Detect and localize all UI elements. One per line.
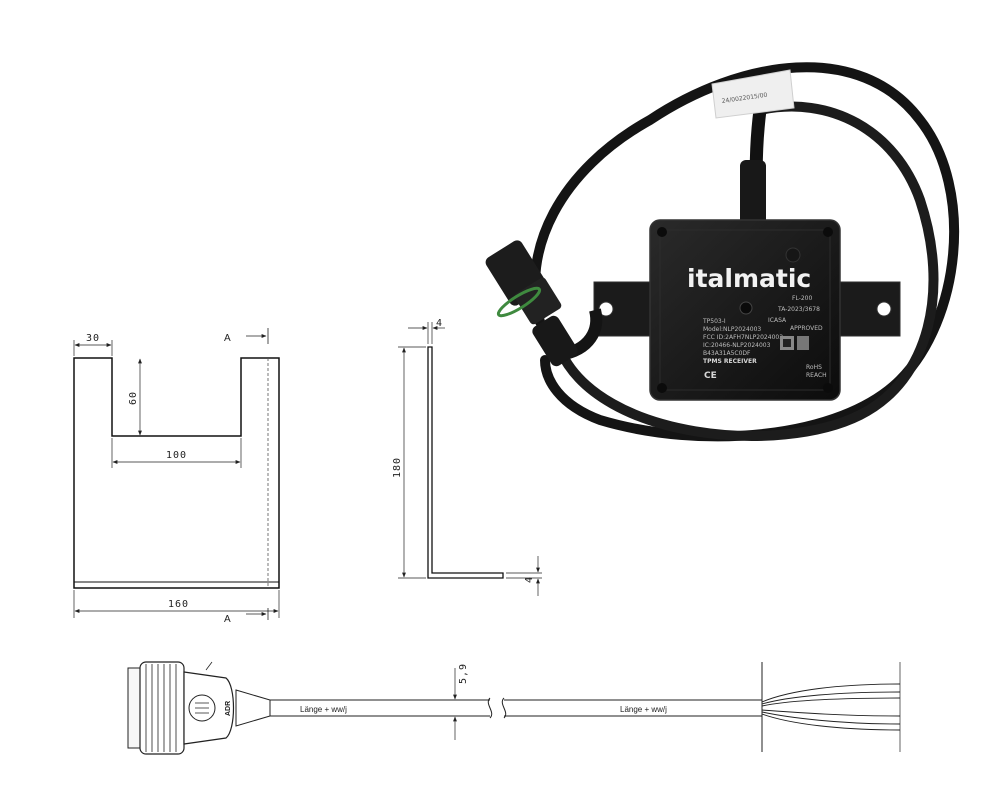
receiver-cert-id: TA-2023/3678 xyxy=(777,306,820,313)
cable-wires xyxy=(761,662,901,752)
bracket-outline xyxy=(73,357,280,589)
cable-length-label-right: Länge + ww/j xyxy=(620,705,667,714)
cable-sleeve xyxy=(711,69,795,119)
bracket-side-view: 4 180 4 xyxy=(392,318,542,596)
qr-code-icon-2 xyxy=(797,336,809,350)
bracket-profile xyxy=(427,346,504,579)
receiver-product-image: 24/0022015/00 italmatic FL-200 TA-2023/3… xyxy=(485,62,960,442)
dim-160-label: 160 xyxy=(168,599,189,610)
cable-connector: ADR xyxy=(127,661,271,755)
mark-ce: CE xyxy=(704,371,717,381)
section-mark-bottom: A xyxy=(224,614,231,625)
receiver-label-line-3: FCC ID:2AFH7NLP2024003 xyxy=(703,334,783,341)
dim-30-label: 30 xyxy=(86,333,100,344)
dim-60-label: 60 xyxy=(128,391,139,405)
cable-drawing: ADR Länge + ww/j 5,9 Länge + ww/j xyxy=(127,661,901,755)
dim-cable-diameter-label: 5,9 xyxy=(458,663,469,684)
receiver-label-line-5: B43A31A5C0DF xyxy=(703,350,751,357)
mark-rohs: RoHS xyxy=(806,364,822,371)
dim-180-label: 180 xyxy=(392,457,403,478)
receiver-label-line-2: Model:NLP2024003 xyxy=(703,326,761,333)
dim-100-label: 100 xyxy=(166,450,187,461)
section-mark-top: A xyxy=(224,333,231,344)
receiver-approved: APPROVED xyxy=(790,325,823,332)
receiver-label-line-1: TP503-I xyxy=(702,318,726,325)
receiver-brand: italmatic xyxy=(687,264,811,293)
receiver-center-screw xyxy=(739,301,753,315)
cable-loop-inner xyxy=(555,101,939,441)
mount-hole-left xyxy=(598,301,614,317)
mark-reach: REACH xyxy=(806,372,827,379)
receiver-connector xyxy=(485,240,603,367)
dim-thickness-label: 4 xyxy=(436,318,443,329)
dim-foot-label: 4 xyxy=(524,576,535,583)
receiver-label-line-6: TPMS RECEIVER xyxy=(703,358,757,365)
mount-hole-right xyxy=(876,301,892,317)
connector-adr-text: ADR xyxy=(225,701,232,716)
receiver-label-line-4: IC:20466-NLP2024003 xyxy=(703,342,771,349)
cable-loop-outer xyxy=(529,62,960,442)
receiver-icasa: ICASA xyxy=(768,317,787,324)
connector-logo-icon xyxy=(188,694,216,722)
cable-length-label-left: Länge + ww/j xyxy=(300,705,347,714)
receiver-model-code: FL-200 xyxy=(792,295,812,302)
bracket-front-view: 30 60 100 A A 160 xyxy=(73,328,280,625)
